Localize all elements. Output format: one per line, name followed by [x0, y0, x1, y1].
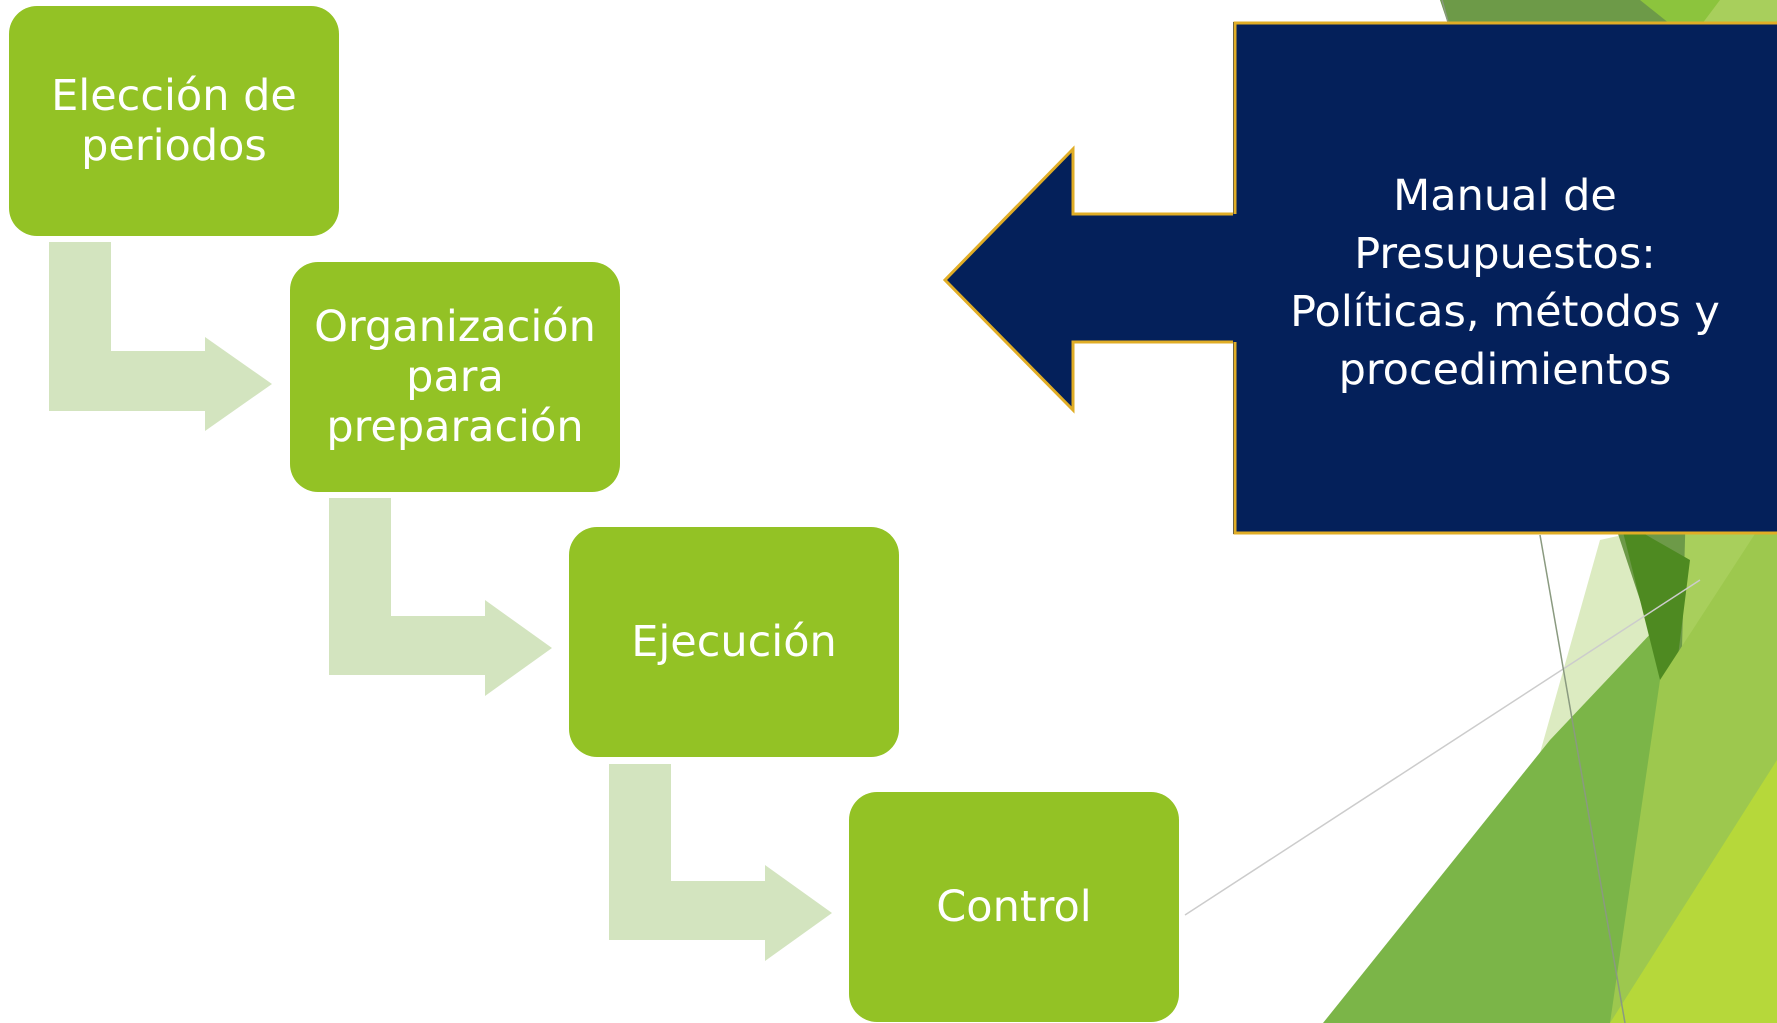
- bg-thin-line-2: [1539, 534, 1626, 1023]
- bg-thin-line-1: [1184, 579, 1701, 916]
- step-organization: Organización para preparación: [290, 262, 620, 492]
- step-election-periods: Elección de periodos: [9, 6, 339, 236]
- step-control: Control: [849, 792, 1179, 1022]
- step-execution: Ejecución: [569, 527, 899, 757]
- bg-facet-bright: [1610, 760, 1777, 1023]
- bg-facet-top-bright: [1640, 0, 1720, 40]
- manual-arrow: [942, 145, 1235, 414]
- connector-arrow-2: [329, 498, 552, 696]
- bg-thin-line-3: [1441, 0, 1449, 23]
- manual-box-border: [1233, 21, 1777, 535]
- connector-arrow-1: [49, 242, 272, 431]
- connector-arrow-3: [609, 764, 832, 961]
- budget-manual-box: Manual de Presupuestos: Políticas, métod…: [1233, 22, 1777, 534]
